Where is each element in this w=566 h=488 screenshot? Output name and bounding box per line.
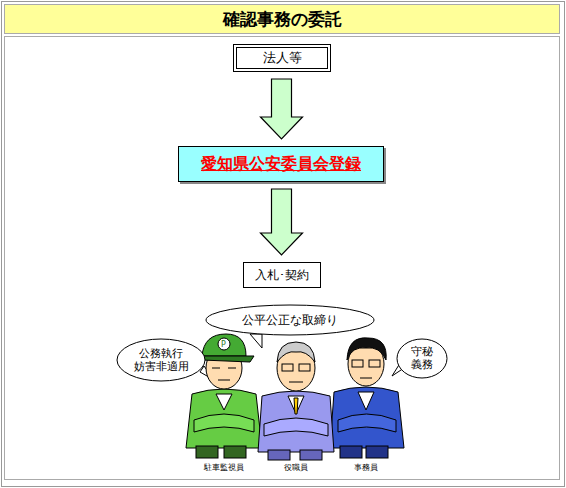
block-arrow bbox=[261, 189, 303, 255]
figure-caption: 事務員 bbox=[354, 462, 378, 473]
bubble-ellipse bbox=[206, 305, 374, 335]
figure-caption: 駐車監視員 bbox=[204, 462, 244, 473]
origin-box: 法人等 bbox=[233, 44, 331, 72]
block-arrow bbox=[261, 79, 303, 139]
node-text: 法人等 bbox=[263, 50, 302, 66]
node-text: 公平公正な取締り bbox=[242, 313, 338, 327]
speech-bubble: 公務執行 妨害非適用 bbox=[116, 338, 206, 382]
speech-bubble: 公平公正な取締り bbox=[205, 304, 375, 336]
figure-caption: 役職員 bbox=[284, 462, 308, 473]
title-bar: 確認事務の委託 bbox=[4, 4, 560, 34]
node-text: 公務執行 妨害非適用 bbox=[132, 347, 189, 373]
bubble-ellipse bbox=[397, 339, 447, 378]
process-box: 入札･契約 bbox=[243, 262, 321, 288]
svg-text:P: P bbox=[221, 340, 226, 349]
title-text: 確認事務の委託 bbox=[223, 8, 342, 31]
registration-box: 愛知県公安委員会登録 bbox=[178, 146, 384, 182]
node-text: 守秘 義務 bbox=[409, 345, 434, 371]
node-text: 愛知県公安委員会登録 bbox=[201, 154, 361, 173]
speech-bubble: 守秘 義務 bbox=[396, 338, 448, 379]
node-text: 入札･契約 bbox=[255, 268, 309, 282]
bubble-ellipse bbox=[117, 339, 205, 381]
